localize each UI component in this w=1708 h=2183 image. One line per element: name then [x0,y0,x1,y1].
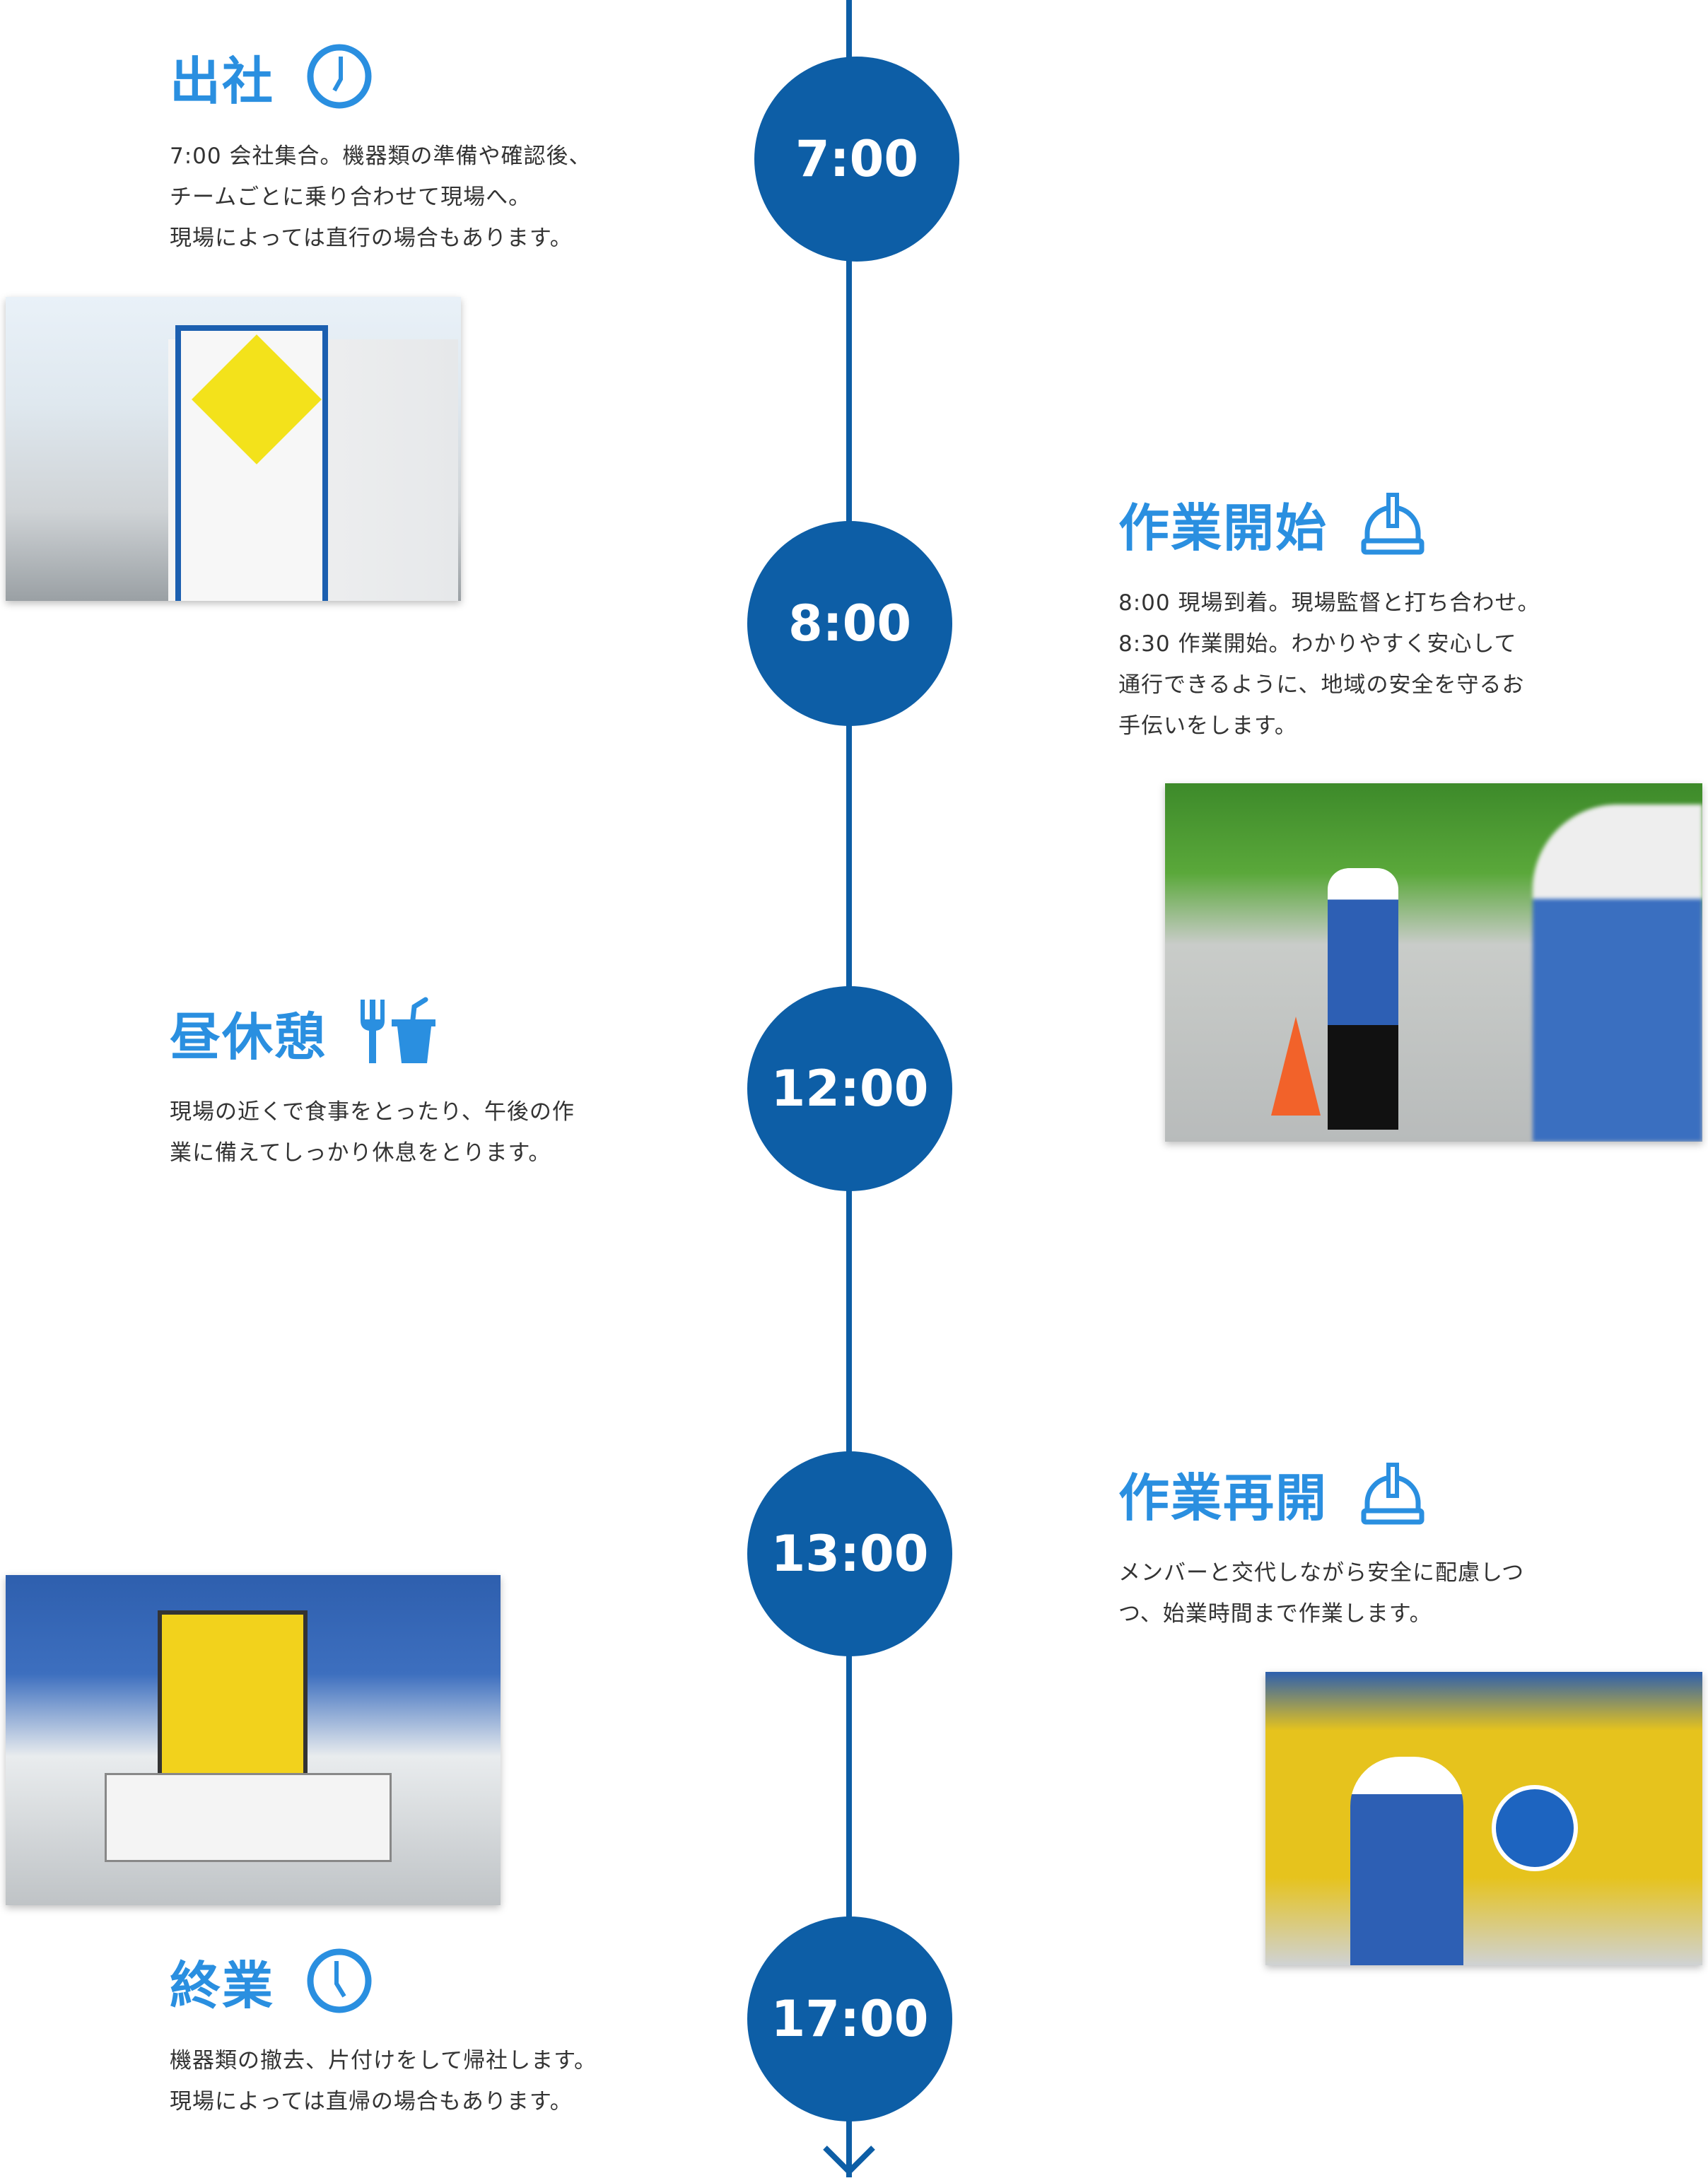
description-line: 現場によっては直帰の場合もあります。 [170,2089,573,2114]
description-line: 7:00 会社集合。機器類の準備や確認後、 [170,144,592,169]
hard-hat-icon [1361,493,1425,555]
description-line: つ、始業時間まで作業します。 [1118,1601,1432,1627]
photo-sign-truck [6,1575,501,1905]
description-line: 現場によっては直行の場合もあります。 [170,226,573,251]
schedule-description: 7:00 会社集合。機器類の準備や確認後、 チームごとに乗り合わせて現場へ。 現… [170,136,650,259]
arrow-down-icon [823,2146,875,2176]
schedule-item-work-resume: 作業再開 メンバーと交代しながら安全に配慮しつ つ、始業時間まで作業します。 [1118,1458,1599,1634]
schedule-item-lunch: 昼休憩 現場の近くで食事をとったり、午後の作 業に備えてしっかり休息をとります。 [170,997,650,1174]
schedule-item-arrival: 出社 7:00 会社集合。機器類の準備や確認後、 チームごとに乗り合わせて現場へ… [170,41,650,259]
schedule-title: 作業開始 [1118,498,1328,558]
description-line: 通行できるように、地域の安全を守るお [1118,672,1525,698]
schedule-item-end: 終業 機器類の撤去、片付けをして帰社します。 現場によっては直帰の場合もあります… [170,1945,650,2122]
clock-icon [307,44,372,109]
schedule-description: 機器類の撤去、片付けをして帰社します。 現場によっては直帰の場合もあります。 [170,2040,650,2122]
schedule-title: 出社 [170,51,275,111]
time-marker-0800: 8:00 [747,521,952,726]
description-line: メンバーと交代しながら安全に配慮しつ [1118,1560,1525,1586]
time-marker-1200: 12:00 [747,986,952,1191]
schedule-title: 昼休憩 [170,1007,327,1067]
schedule-item-work-start: 作業開始 8:00 現場到着。現場監督と打ち合わせ。 8:30 作業開始。わかり… [1118,488,1599,747]
description-line: 現場の近くで食事をとったり、午後の作 [170,1099,575,1125]
schedule-description: メンバーと交代しながら安全に配慮しつ つ、始業時間まで作業します。 [1118,1552,1599,1634]
description-line: 機器類の撤去、片付けをして帰社します。 [170,2048,597,2073]
description-line: 8:00 現場到着。現場監督と打ち合わせ。 [1118,590,1540,616]
time-marker-1300: 13:00 [747,1451,952,1656]
photo-traffic-guards [1165,783,1702,1142]
description-line: チームごとに乗り合わせて現場へ。 [170,185,532,210]
photo-flagger [1265,1672,1702,1965]
schedule-description: 現場の近くで食事をとったり、午後の作 業に備えてしっかり休息をとります。 [170,1092,650,1174]
description-line: 業に備えてしっかり休息をとります。 [170,1140,551,1166]
time-marker-1700: 17:00 [747,1916,952,2121]
description-line: 手伝いをします。 [1118,713,1297,739]
hard-hat-icon [1361,1463,1425,1525]
fork-drink-icon [361,997,436,1063]
photo-trucks-lineup [6,297,461,601]
time-marker-0700: 7:00 [754,57,959,262]
schedule-title: 作業再開 [1118,1468,1328,1528]
schedule-description: 8:00 現場到着。現場監督と打ち合わせ。 8:30 作業開始。わかりやすく安心… [1118,583,1599,747]
clock-icon [307,1948,372,2013]
description-line: 8:30 作業開始。わかりやすく安心して [1118,631,1517,657]
schedule-title: 終業 [170,1955,275,2015]
